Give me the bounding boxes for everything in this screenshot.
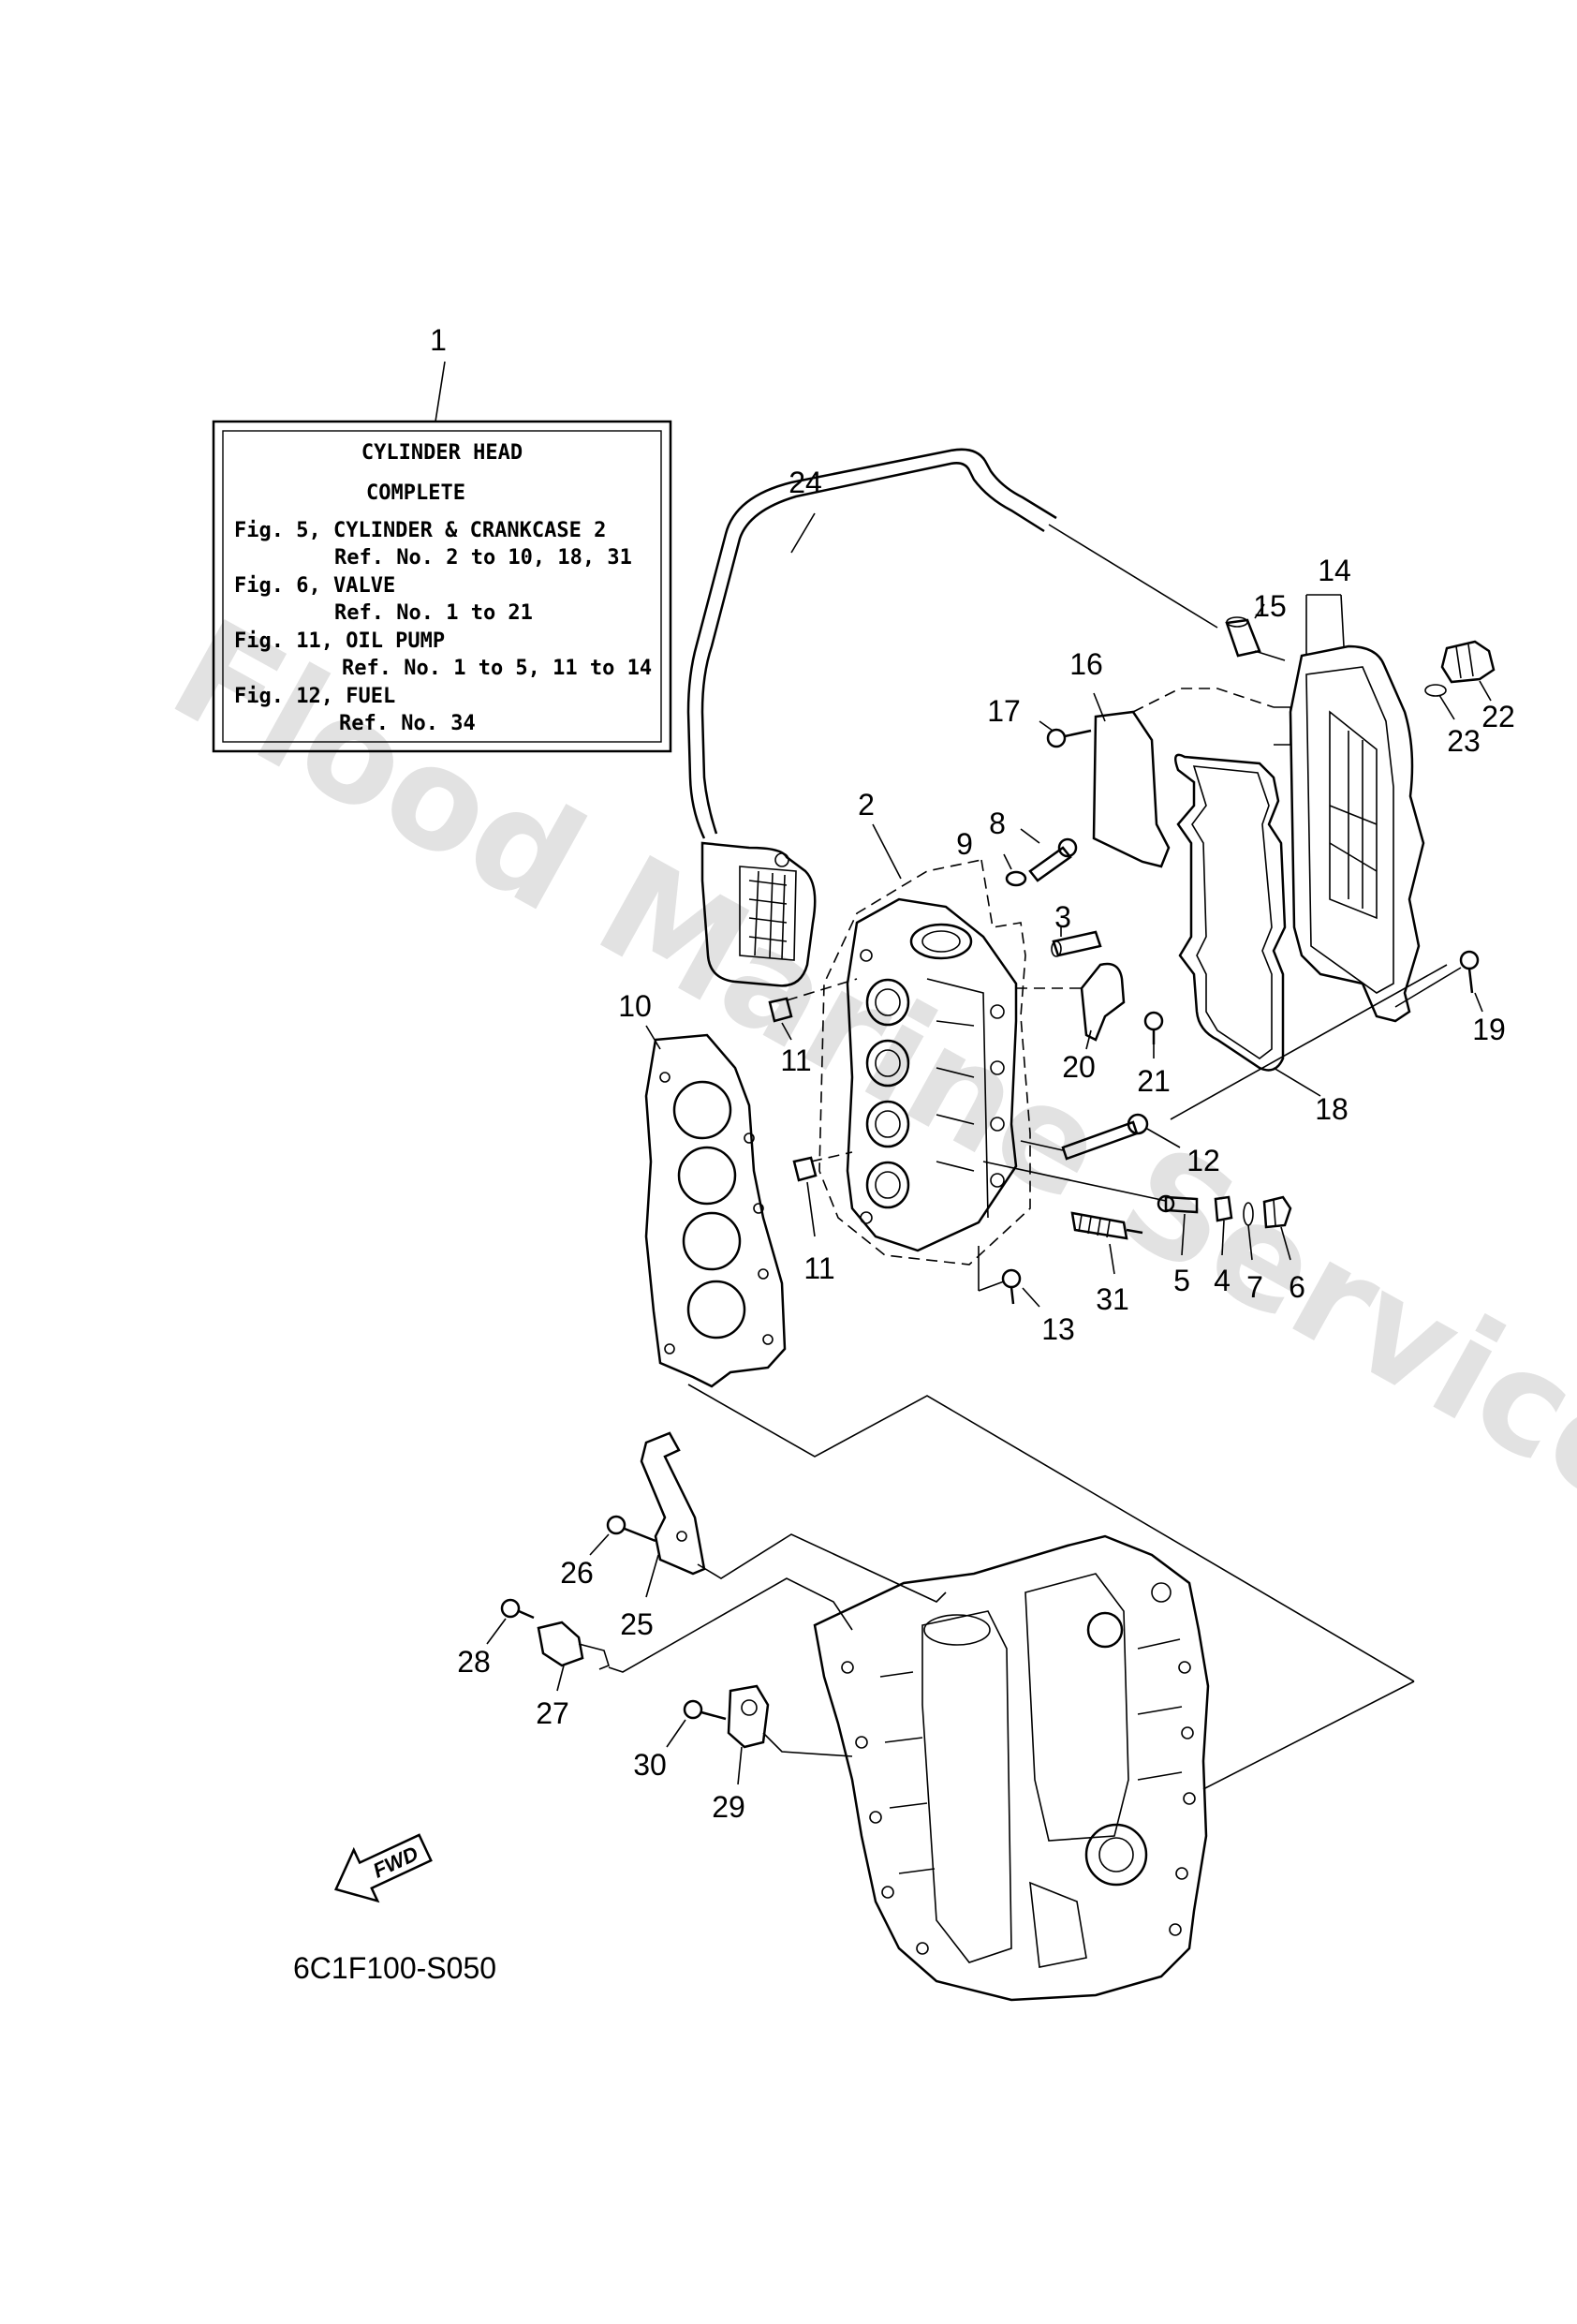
callout-30: 30 — [633, 1748, 667, 1782]
callout-9: 9 — [956, 827, 973, 861]
info-line-2: COMPLETE — [366, 481, 465, 505]
info-line-4: Ref. No. 2 to 10, 18, 31 — [334, 546, 632, 570]
info-line-10: Ref. No. 34 — [339, 712, 476, 735]
callout-28: 28 — [457, 1645, 491, 1679]
info-line-1: CYLINDER HEAD — [361, 441, 523, 465]
callout-31: 31 — [1096, 1282, 1129, 1316]
callout-17: 17 — [987, 694, 1021, 728]
part-crankcase — [813, 1534, 1415, 2002]
callout-29: 29 — [712, 1790, 745, 1824]
part-27-sensor: 27 — [536, 1577, 853, 1730]
callout-13: 13 — [1041, 1312, 1075, 1346]
callout-8: 8 — [989, 807, 1006, 840]
part-30-bolt: 30 — [633, 1699, 727, 1782]
part-18-gasket: 18 — [1173, 753, 1349, 1126]
part-20-plate: 20 — [1016, 962, 1126, 1084]
part-26-bolt: 26 — [560, 1515, 656, 1590]
part-21-bolt: 21 — [1137, 1011, 1171, 1098]
callout-1: 1 — [430, 323, 447, 357]
callout-15: 15 — [1253, 589, 1287, 623]
part-29-plate: 29 — [712, 1684, 853, 1824]
part-17-bolt: 17 — [987, 694, 1092, 748]
callout-14: 14 — [1318, 554, 1351, 587]
callout-23: 23 — [1447, 724, 1481, 758]
part-2-cylinder-head: 2 — [846, 788, 1018, 1252]
part-16-plate: 16 — [1069, 647, 1275, 868]
callout-21: 21 — [1137, 1064, 1171, 1098]
part-10-head-gasket: 10 — [618, 989, 787, 1388]
callout-3: 3 — [1054, 900, 1071, 934]
callout-24: 24 — [788, 466, 822, 499]
part-19-bolt: 19 — [1394, 950, 1506, 1046]
callout-5: 5 — [1173, 1264, 1190, 1297]
callout-26: 26 — [560, 1556, 594, 1590]
callout-4: 4 — [1214, 1264, 1231, 1297]
callout-18: 18 — [1315, 1092, 1349, 1126]
callout-10: 10 — [618, 989, 652, 1023]
leader-12-block — [1170, 964, 1448, 1120]
part-6-plug: 6 — [1262, 1195, 1305, 1304]
info-box: 1 CYLINDER HEAD COMPLETE Fig. 5, CYLINDE… — [212, 323, 672, 753]
part-11-dowel-top: 11 — [768, 978, 858, 1077]
part-filter-housing — [700, 841, 817, 987]
part-5-bolt: 5 — [1157, 1194, 1199, 1297]
part-22-cap: 22 — [1440, 640, 1515, 733]
callout-19: 19 — [1472, 1013, 1506, 1046]
callout-7: 7 — [1246, 1270, 1263, 1304]
part-11-dowel-bottom: 11 — [792, 1151, 853, 1285]
part-25-bracket: 25 — [620, 1431, 947, 1641]
callout-20: 20 — [1062, 1050, 1096, 1084]
callout-11-top: 11 — [780, 1044, 811, 1077]
callout-11-bottom: 11 — [803, 1251, 834, 1285]
part-13-bolt: 13 — [978, 1246, 1075, 1346]
part-7-oring: 7 — [1243, 1202, 1263, 1304]
info-line-8: Ref. No. 1 to 5, 11 to 14 — [342, 657, 652, 680]
cylinder-head-group-outline — [818, 859, 1031, 1266]
info-line-6: Ref. No. 1 to 21 — [334, 601, 533, 625]
part-24-hose: 24 — [686, 448, 1218, 839]
part-3-fitting: 3 — [1051, 900, 1102, 957]
part-4-spacer: 4 — [1214, 1195, 1233, 1297]
leader-gasket-to-crankcase — [687, 1384, 1415, 1682]
callout-27: 27 — [536, 1696, 569, 1730]
part-14-cover: 14 — [1274, 554, 1425, 1023]
callout-6: 6 — [1289, 1270, 1305, 1304]
part-15-fitting: 15 — [1225, 589, 1287, 661]
info-line-3: Fig. 5, CYLINDER & CRANKCASE 2 — [234, 519, 606, 542]
info-line-9: Fig. 12, FUEL — [234, 685, 395, 708]
part-23-oring: 23 — [1424, 684, 1481, 758]
info-line-5: Fig. 6, VALVE — [234, 574, 395, 598]
part-9-washer: 9 — [956, 827, 1027, 887]
fwd-arrow-icon: FWD — [334, 1833, 433, 1903]
callout-12: 12 — [1186, 1144, 1220, 1177]
part-31-spark-plug: 31 — [1070, 1211, 1143, 1316]
leader-5-6-group — [982, 1161, 1167, 1202]
part-28-bolt: 28 — [457, 1598, 535, 1679]
callout-16: 16 — [1069, 647, 1103, 681]
part-8-bolt: 8 — [989, 807, 1078, 882]
info-line-7: Fig. 11, OIL PUMP — [234, 629, 445, 653]
figure-code: 6C1F100-S050 — [293, 1951, 496, 1985]
callout-25: 25 — [620, 1607, 654, 1641]
part-12-bolt: 12 — [1020, 1113, 1220, 1177]
callout-2: 2 — [858, 788, 875, 822]
callout-22: 22 — [1481, 700, 1515, 733]
